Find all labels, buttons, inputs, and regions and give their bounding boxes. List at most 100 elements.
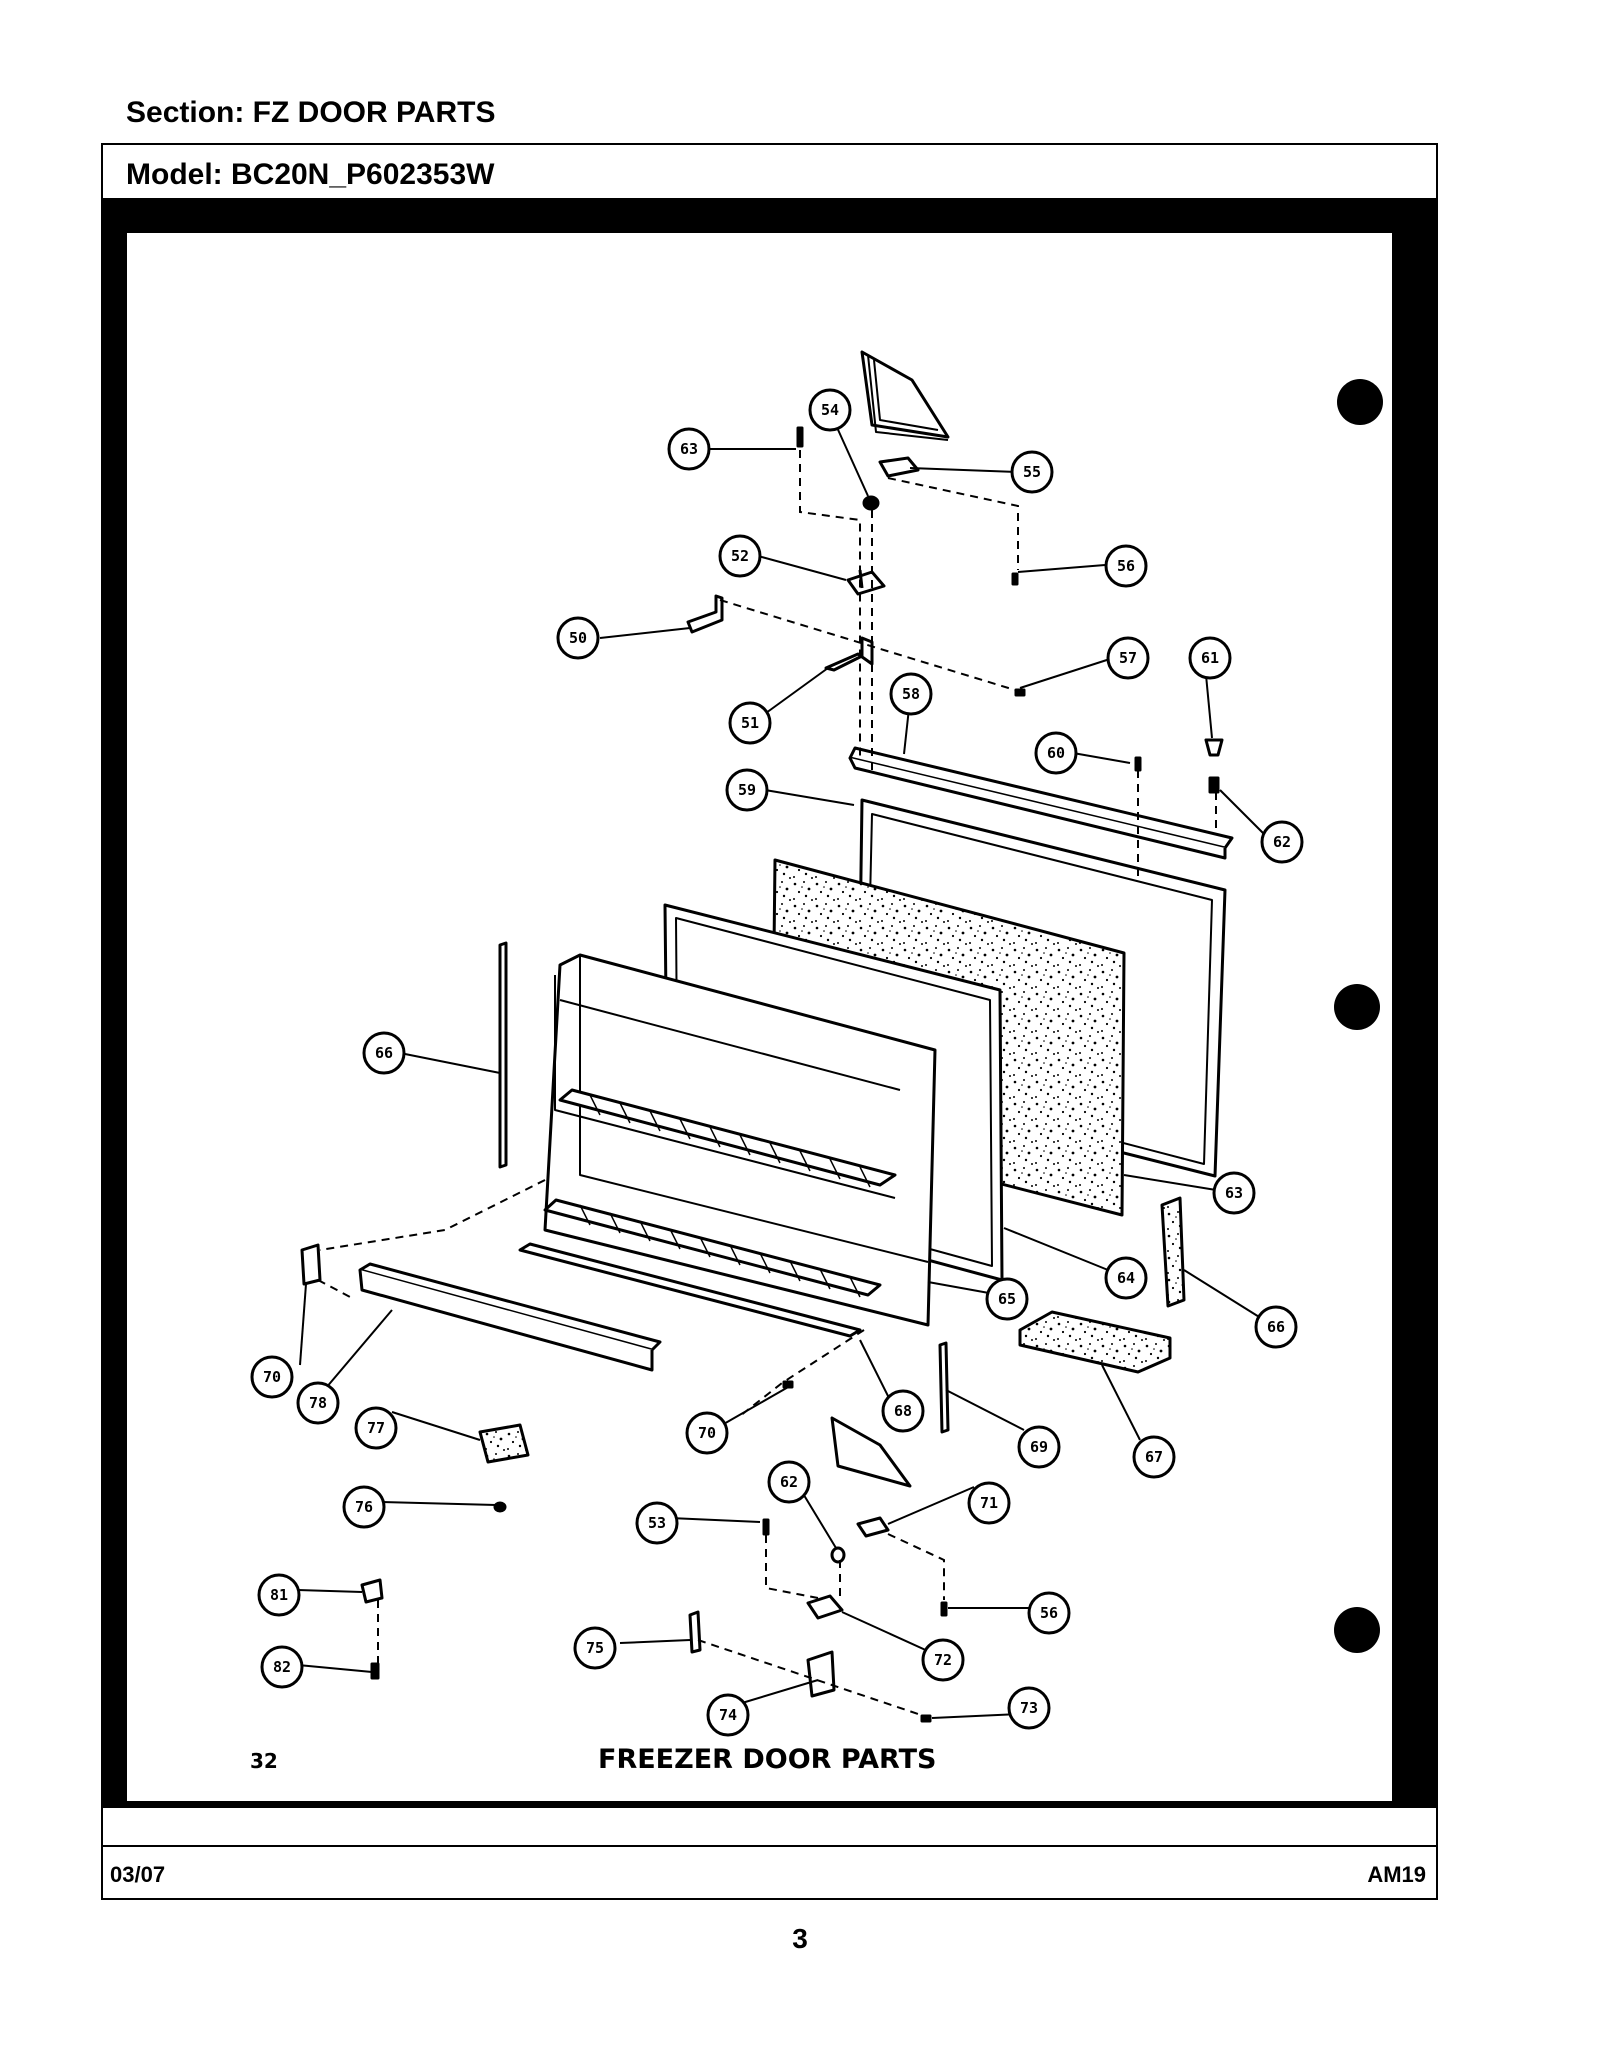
shelf-ribs xyxy=(579,1094,871,1298)
callout-62: 62 xyxy=(1260,820,1304,864)
svg-text:75: 75 xyxy=(586,1639,604,1657)
svg-text:68: 68 xyxy=(894,1402,912,1420)
svg-text:72: 72 xyxy=(934,1651,952,1669)
part-66-side-strip xyxy=(498,941,508,1169)
footer-divider xyxy=(103,1845,1436,1847)
callout-51: 51 xyxy=(728,701,772,745)
part-69-trim xyxy=(938,1341,950,1434)
assembly-lines xyxy=(317,450,1217,1719)
svg-text:57: 57 xyxy=(1119,649,1137,667)
part-81-cap xyxy=(360,1578,384,1604)
callout-74: 74 xyxy=(706,1693,750,1737)
part-54-bushing xyxy=(862,495,880,511)
svg-text:63: 63 xyxy=(680,440,698,458)
binder-hole-middle xyxy=(1334,984,1380,1030)
callout-66: 66 xyxy=(1254,1305,1298,1349)
callout-62: 62 xyxy=(767,1460,811,1504)
svg-text:62: 62 xyxy=(1273,833,1291,851)
callout-53: 53 xyxy=(635,1501,679,1545)
svg-text:59: 59 xyxy=(738,781,756,799)
svg-text:65: 65 xyxy=(998,1290,1016,1308)
callout-55: 55 xyxy=(1010,450,1054,494)
cabinet-corner-top xyxy=(860,350,950,441)
callout-59: 59 xyxy=(725,768,769,812)
part-62-screw-top xyxy=(1208,776,1220,794)
binder-hole-bottom xyxy=(1334,1607,1380,1653)
footer-date: 03/07 xyxy=(110,1862,166,1887)
svg-text:77: 77 xyxy=(367,1419,385,1437)
part-62-bushing-bottom xyxy=(830,1546,846,1564)
part-78-bottom-rail xyxy=(358,1262,662,1372)
callout-75: 75 xyxy=(573,1626,617,1670)
part-71-hinge-pin xyxy=(856,1516,890,1538)
callouts: 63 54 55 52 56 50 57 61 xyxy=(250,388,1304,1737)
svg-text:76: 76 xyxy=(355,1498,373,1516)
svg-text:63: 63 xyxy=(1225,1184,1243,1202)
callout-78: 78 xyxy=(296,1381,340,1425)
callout-50: 50 xyxy=(556,616,600,660)
svg-text:73: 73 xyxy=(1020,1699,1038,1717)
part-82-screw xyxy=(370,1662,380,1680)
svg-text:61: 61 xyxy=(1201,649,1219,667)
binder-holes xyxy=(1334,379,1383,1653)
svg-text:82: 82 xyxy=(273,1658,291,1676)
part-77-block xyxy=(478,1423,530,1464)
svg-text:58: 58 xyxy=(902,685,920,703)
callout-64: 64 xyxy=(1104,1256,1148,1300)
callout-76: 76 xyxy=(342,1485,386,1529)
part-70-bracket xyxy=(300,1243,322,1286)
part-74-bracket xyxy=(806,1650,836,1698)
callout-67: 67 xyxy=(1132,1435,1176,1479)
callout-70: 70 xyxy=(250,1355,294,1399)
callout-68: 68 xyxy=(881,1389,925,1433)
callout-73: 73 xyxy=(1007,1686,1051,1730)
binder-hole-top xyxy=(1337,379,1383,425)
callout-54: 54 xyxy=(808,388,852,432)
callout-52: 52 xyxy=(718,534,762,578)
model-title: Model: BC20N_P602353W xyxy=(126,158,495,191)
callout-56: 56 xyxy=(1027,1591,1071,1635)
callout-58: 58 xyxy=(889,672,933,716)
part-55-hinge-plate xyxy=(878,456,920,478)
svg-text:52: 52 xyxy=(731,547,749,565)
part-76-screw xyxy=(493,1501,507,1513)
callout-81: 81 xyxy=(257,1573,301,1617)
cabinet-corner-bottom xyxy=(830,1416,912,1488)
svg-text:51: 51 xyxy=(741,714,759,732)
svg-text:78: 78 xyxy=(309,1394,327,1412)
svg-text:74: 74 xyxy=(719,1706,737,1724)
callout-63: 63 xyxy=(1212,1171,1256,1215)
svg-text:66: 66 xyxy=(375,1044,393,1062)
callout-71: 71 xyxy=(967,1481,1011,1525)
svg-text:50: 50 xyxy=(569,629,587,647)
part-50-bracket xyxy=(686,594,724,634)
svg-text:70: 70 xyxy=(263,1368,281,1386)
callout-72: 72 xyxy=(921,1638,965,1682)
callout-60: 60 xyxy=(1034,731,1078,775)
part-52-hinge xyxy=(846,569,886,596)
part-65-inner-liner xyxy=(543,953,937,1327)
svg-text:54: 54 xyxy=(821,401,839,419)
part-58-top-rail xyxy=(848,746,1234,860)
frame-divider xyxy=(103,1806,1436,1808)
svg-text:53: 53 xyxy=(648,1514,666,1532)
part-72-hinge xyxy=(806,1594,844,1620)
section-title: Section: FZ DOOR PARTS xyxy=(126,96,496,129)
diagram-caption: FREEZER DOOR PARTS xyxy=(598,1744,937,1775)
footer-code: AM19 xyxy=(1367,1862,1426,1887)
callout-56: 56 xyxy=(1104,544,1148,588)
part-61-cap xyxy=(1204,738,1224,757)
svg-text:70: 70 xyxy=(698,1424,716,1442)
model-frame xyxy=(101,143,1438,1900)
part-66-end-cap xyxy=(1160,1196,1186,1308)
svg-text:81: 81 xyxy=(270,1586,288,1604)
svg-text:66: 66 xyxy=(1267,1318,1285,1336)
part-67-foam-block xyxy=(1018,1310,1172,1374)
part-75-bracket xyxy=(688,1610,702,1654)
svg-text:60: 60 xyxy=(1047,744,1065,762)
svg-text:56: 56 xyxy=(1040,1604,1058,1622)
svg-text:56: 56 xyxy=(1117,557,1135,575)
part-51-hinge-bracket xyxy=(824,636,874,672)
callout-66: 66 xyxy=(362,1031,406,1075)
